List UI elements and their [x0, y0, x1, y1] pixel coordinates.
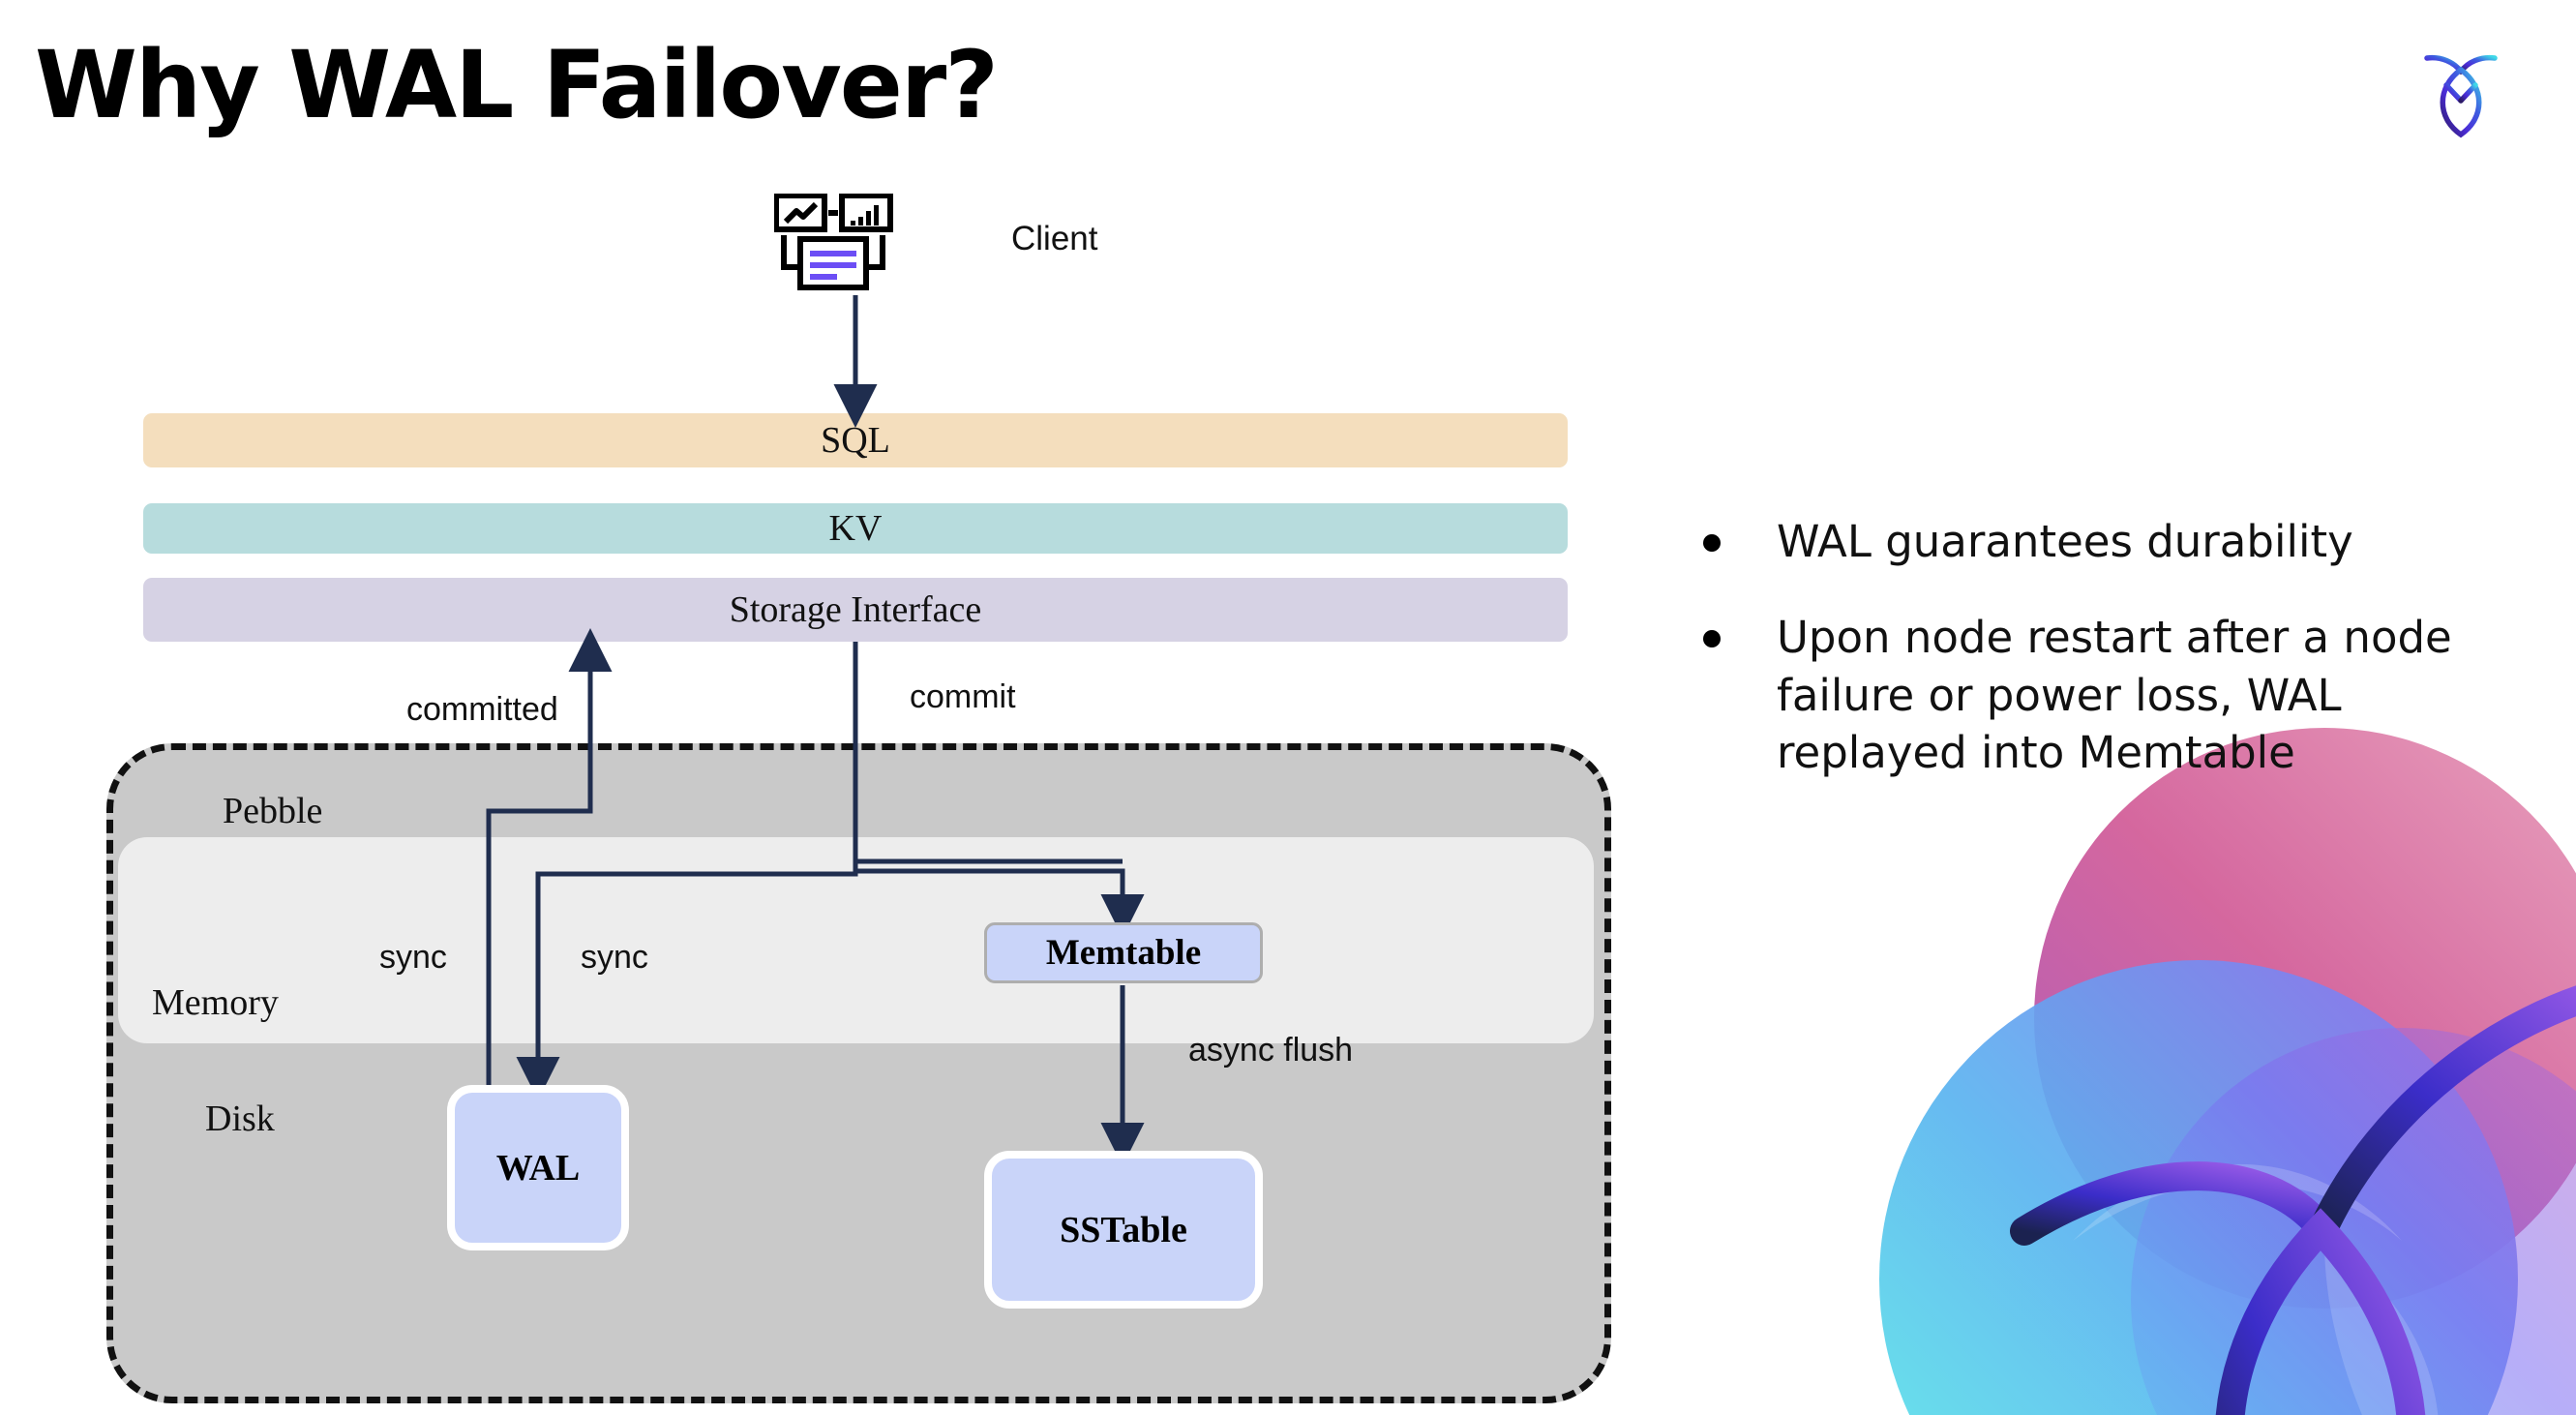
client-label: Client [1011, 220, 1098, 257]
edge-label-sync-1: sync [379, 939, 447, 976]
layer-bar-kv-label: KV [828, 508, 883, 549]
layer-bar-storage-interface: Storage Interface [143, 578, 1568, 642]
bullet-text: WAL guarantees durability [1777, 516, 2353, 567]
bullet-text: Upon node restart after a node failure o… [1777, 612, 2452, 779]
node-sstable: SSTable [984, 1151, 1263, 1309]
list-item: Upon node restart after a node failure o… [1703, 609, 2516, 781]
edge-label-sync-2: sync [581, 939, 648, 976]
layer-bar-sql: SQL [143, 413, 1568, 467]
bullet-list: WAL guarantees durability Upon node rest… [1703, 513, 2516, 821]
page-title: Why WAL Failover? [35, 31, 999, 139]
edge-label-committed: committed [406, 691, 558, 728]
client-dashboard-icon [773, 193, 924, 300]
cockroachdb-logo-icon [2408, 37, 2514, 143]
node-sstable-label: SSTable [1060, 1209, 1187, 1250]
memory-region [118, 837, 1594, 1043]
layer-bar-storage-interface-label: Storage Interface [729, 589, 982, 630]
bullet-dot-icon [1703, 534, 1721, 552]
node-wal: WAL [447, 1085, 629, 1250]
layer-bar-sql-label: SQL [821, 420, 890, 461]
memory-label: Memory [152, 982, 279, 1023]
disk-label: Disk [205, 1099, 275, 1139]
bullet-dot-icon [1703, 630, 1721, 648]
layer-bar-kv: KV [143, 503, 1568, 554]
list-item: WAL guarantees durability [1703, 513, 2516, 570]
edge-label-async-flush: async flush [1188, 1032, 1354, 1069]
node-memtable-label: Memtable [1045, 933, 1202, 973]
edge-label-commit: commit [910, 678, 1016, 715]
architecture-diagram: Client Pebble Memory Disk SQL KV Storage… [106, 193, 1611, 1403]
pebble-label: Pebble [223, 791, 323, 831]
node-wal-label: WAL [495, 1147, 581, 1189]
node-memtable: Memtable [984, 922, 1263, 983]
